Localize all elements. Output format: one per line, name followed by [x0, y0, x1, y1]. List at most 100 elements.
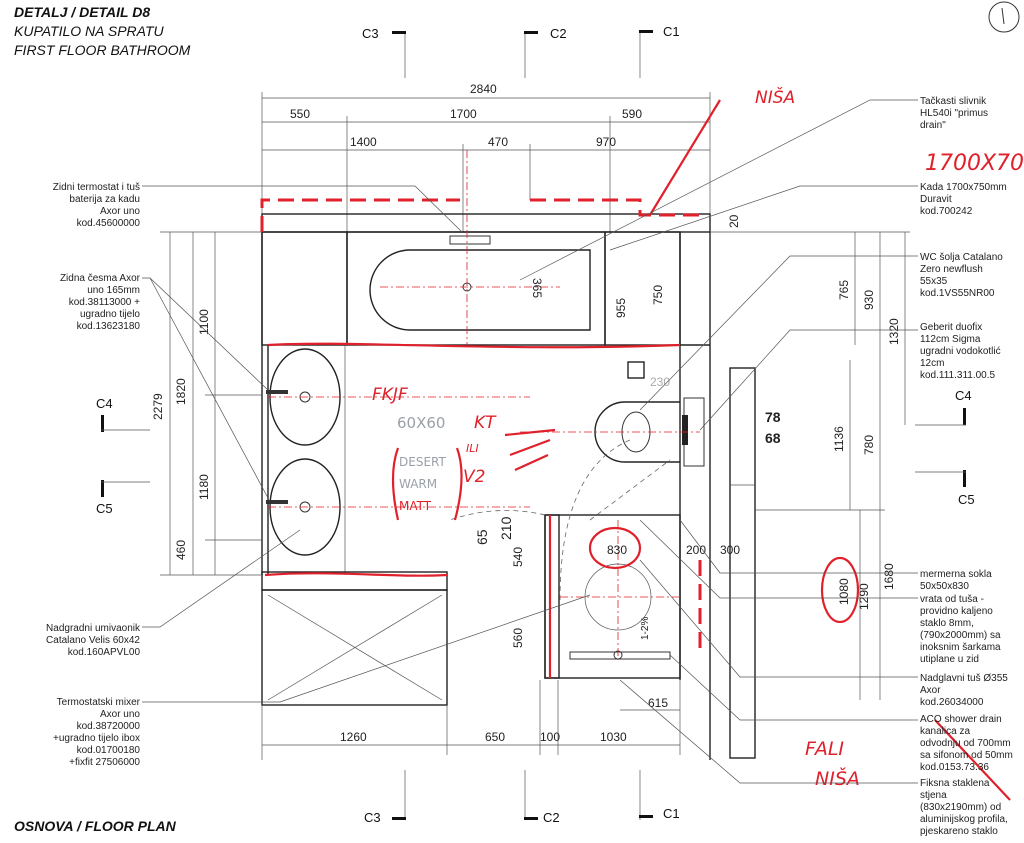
dims_top-total: 2840 — [470, 82, 497, 96]
dims_top-row3-2: 970 — [596, 135, 616, 149]
labels_right-5-2: staklo 8mm, — [920, 618, 974, 629]
section-markers: C3 C2 C1 C3 C2 C1 C4 C5 C4 C5 — [96, 24, 975, 825]
section-c5-left: C5 — [96, 501, 113, 516]
annotations-fali: FALI — [805, 738, 844, 760]
dims_inner-d750: 750 — [651, 285, 665, 305]
dims_inner-d540: 540 — [511, 547, 525, 567]
labels_left-1-2: kod.38113000 + — [69, 297, 140, 308]
labels_right-8-1: stjena — [920, 790, 947, 801]
labels_left-0-3: kod.45600000 — [77, 218, 141, 229]
north-arrow-icon — [988, 1, 1020, 33]
dims_inner-d615: 615 — [648, 696, 668, 710]
labels_left-2-0: Nadgradni umivaonik — [46, 623, 141, 634]
labels_right-5-0: vrata od tuša - — [920, 594, 984, 605]
section-c1-top: C1 — [663, 24, 680, 39]
dims_left-4: 460 — [174, 540, 188, 560]
labels_right-5-4: inoksnim šarkama — [920, 642, 1001, 653]
section-c4-right: C4 — [955, 388, 972, 403]
labels_right-0-1: HL540i "primus — [920, 108, 988, 119]
labels_left-2-1: Catalano Velis 60x42 — [46, 635, 140, 646]
section-c2-bottom: C2 — [543, 810, 560, 825]
bath-mixer — [449, 235, 491, 245]
detail-title: DETALJ / DETAIL D8 — [14, 4, 150, 20]
labels_right-3-2: ugradni vodokotlić — [920, 346, 1001, 357]
labels_right-3-4: kod.111.311.00.5 — [920, 370, 996, 381]
dims_inner-d560: 560 — [511, 628, 525, 648]
labels_right-4-1: 50x50x830 — [920, 581, 969, 592]
dims_right-0: 765 — [837, 280, 851, 300]
right-column — [729, 367, 756, 759]
annotations-fkjf: FKJF — [372, 385, 408, 405]
dims_inner-d300: 300 — [720, 543, 740, 557]
labels_right-8-0: Fiksna staklena — [920, 778, 990, 789]
labels_right-3-3: 12cm — [920, 358, 944, 369]
dims_inner-d65: 65 — [474, 529, 490, 545]
dims_bottom-3: 1030 — [600, 730, 627, 744]
section-c3-top: C3 — [362, 26, 379, 41]
labels_right-3-1: 112cm Sigma — [920, 334, 981, 345]
dims_left-2: 1100 — [197, 309, 211, 335]
plan-geometry — [261, 150, 756, 760]
labels_left-2-2: kod.160APVL00 — [68, 647, 141, 658]
labels_right-7-0: ACO shower drain — [920, 714, 1002, 725]
crossed-out-note — [504, 428, 556, 472]
section-c2-top: C2 — [550, 26, 567, 41]
labels_left-3-5: +fixfit 27506000 — [69, 757, 140, 768]
labels_left-3-2: kod.38720000 — [77, 721, 141, 732]
dims_top-row2-0: 550 — [290, 107, 310, 121]
dims_right-7: 1080 — [837, 578, 851, 605]
labels_right-0-2: drain" — [920, 120, 946, 131]
detail-subtitle-en: FIRST FLOOR BATHROOM — [14, 42, 191, 58]
dims_inner-d830: 830 — [607, 543, 627, 557]
dims_right-1: 930 — [862, 290, 876, 310]
dims_bottom-2: 100 — [540, 730, 560, 744]
dims_bottom-0: 1260 — [340, 730, 367, 744]
dims_inner-d78: 78 — [765, 409, 781, 425]
dims_top-row3-1: 470 — [488, 135, 508, 149]
labels_right-1-1: Duravit — [920, 194, 952, 205]
labels_right-7-1: kanalica za — [920, 726, 970, 737]
dims_right-3: 1136 — [832, 426, 846, 452]
labels_right-6-1: Axor — [920, 685, 941, 696]
labels_right-5-3: (790x2000mm) sa — [920, 630, 1001, 641]
circle-1080 — [820, 556, 860, 624]
dims_inner-bath_depth: 365 — [530, 278, 544, 298]
dims_top-row2-2: 590 — [622, 107, 642, 121]
dims_inner-d230: 230 — [650, 375, 670, 389]
dims_right-5: 1680 — [882, 563, 896, 590]
dims_left-0: 2279 — [151, 393, 165, 420]
section-c3-bottom: C3 — [364, 810, 381, 825]
dims_inner-d200: 200 — [686, 543, 706, 557]
labels_left-3-0: Termostatski mixer — [57, 697, 141, 708]
labels_right-2-0: WC šolja Catalano — [920, 252, 1003, 263]
labels_right-5-5: utiplane u zid — [920, 654, 979, 665]
bath-side-block — [261, 231, 348, 346]
bath-end-block — [604, 231, 681, 346]
top-dimensions: 2840 550 1700 590 1400 470 970 — [261, 82, 711, 232]
annotations-kt: KT — [474, 413, 497, 433]
circle-830 — [588, 526, 642, 570]
labels_right-4-0: mermerna sokla — [920, 569, 992, 580]
dims_left-3: 1180 — [197, 474, 211, 500]
left-dimensions: 2279 1820 1100 1180 460 — [151, 231, 262, 576]
dims_inner-d20: 20 — [727, 214, 741, 228]
bathtub-basin — [369, 249, 591, 331]
dims_top-row2-1: 1700 — [450, 107, 477, 121]
labels_right-6-2: kod.26034000 — [920, 697, 984, 708]
labels_right-2-3: kod.1VS55NR00 — [920, 288, 995, 299]
floor-drain — [627, 361, 645, 379]
annotations-nisa2: NIŠA — [815, 766, 860, 790]
labels_right-1-0: Kada 1700x750mm — [920, 182, 1007, 193]
annotations-bath_size: 1700X700 — [925, 151, 1024, 176]
